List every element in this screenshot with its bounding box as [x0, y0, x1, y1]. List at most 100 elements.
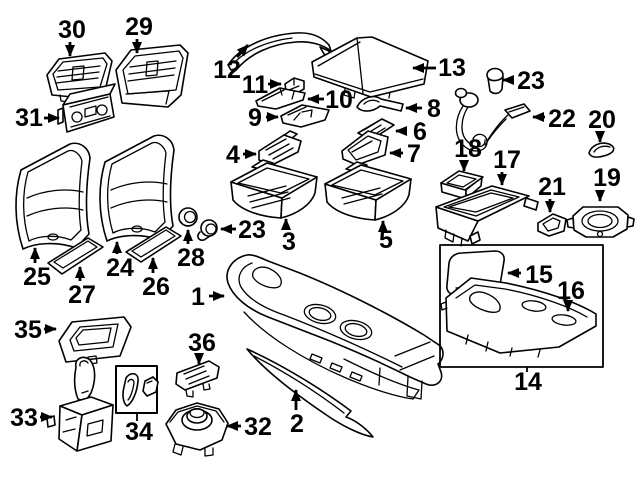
callout-25: 25 [23, 247, 51, 291]
callout-9: 9 [248, 104, 279, 132]
callout-32: 32 [226, 413, 272, 441]
part-5-storage-bin [324, 161, 412, 221]
part-13-armrest-lid [311, 36, 429, 99]
callout-1: 1 [191, 283, 225, 311]
callout-22-number: 22 [548, 105, 576, 133]
callout-5-number: 5 [379, 226, 393, 254]
callout-36-number: 36 [188, 329, 216, 357]
callout-24-number: 24 [106, 254, 134, 282]
callout-9-number: 9 [248, 104, 262, 132]
callout-19-number: 19 [593, 164, 621, 192]
callout-25-number: 25 [23, 263, 51, 291]
callout-22: 22 [532, 105, 576, 133]
callout-29-number: 29 [125, 13, 153, 41]
callout-35-number: 35 [14, 316, 42, 344]
part-35-shifter-surround [58, 316, 132, 365]
callout-18-number: 18 [454, 135, 482, 163]
part-33-gear-shifter [46, 356, 114, 452]
callout-33-number: 33 [10, 404, 38, 432]
part-14-group-box [439, 244, 604, 368]
callout-20-number: 20 [588, 106, 616, 134]
callout-16: 16 [557, 277, 585, 312]
part-23-lighter-socket [197, 219, 218, 241]
callout-12-arrow [235, 44, 250, 58]
callout-32-number: 32 [244, 413, 272, 441]
part-24-rear-trim-panel [99, 134, 175, 242]
callout-26: 26 [142, 257, 170, 301]
callout-29: 29 [125, 13, 153, 54]
part-17-display-bezel [435, 185, 539, 247]
callout-23-socket-number: 23 [238, 216, 266, 244]
callout-36: 36 [188, 329, 216, 365]
part-32-idrive-controller [165, 402, 229, 457]
callout-15: 15 [507, 261, 553, 289]
callout-8-number: 8 [427, 95, 441, 123]
callout-30: 30 [58, 16, 86, 57]
callout-3: 3 [281, 218, 296, 256]
callout-31: 31 [15, 104, 60, 132]
callout-24: 24 [106, 241, 134, 282]
part-4-rubber-mat [258, 130, 302, 166]
callout-34: 34 [125, 413, 153, 446]
part-1-console-body [226, 254, 444, 400]
part-9-bracket [280, 104, 330, 128]
callout-15-number: 15 [525, 261, 553, 289]
part-19-cupholder [566, 206, 635, 238]
callout-10-number: 10 [325, 86, 353, 114]
part-3-storage-bin [230, 159, 318, 219]
part-22-wiring-harness [454, 87, 531, 152]
callout-7: 7 [389, 140, 421, 168]
callout-26-number: 26 [142, 273, 170, 301]
callout-3-number: 3 [282, 228, 296, 256]
callout-17: 17 [493, 146, 521, 186]
callout-20: 20 [588, 106, 616, 143]
part-7-tray-insert [341, 130, 389, 166]
part-20-clip [588, 142, 615, 158]
part-34-boxed-shift-covers [115, 365, 159, 414]
callout-35: 35 [14, 316, 57, 344]
callout-2: 2 [290, 389, 304, 438]
callout-17-number: 17 [493, 146, 521, 174]
callout-33: 33 [10, 404, 53, 432]
part-29-air-vent [115, 44, 189, 108]
callout-30-number: 30 [58, 16, 86, 44]
callout-28-number: 28 [177, 244, 205, 272]
callout-27: 27 [68, 266, 96, 309]
callout-23-cap-number: 23 [517, 67, 545, 95]
callout-23-socket: 23 [220, 216, 266, 244]
callout-7-number: 7 [407, 140, 421, 168]
callout-18: 18 [454, 135, 482, 172]
callout-23-cap: 23 [502, 67, 545, 95]
callout-28: 28 [177, 229, 205, 272]
callout-13: 13 [412, 54, 466, 82]
callout-2-number: 2 [290, 410, 304, 438]
callout-21-number: 21 [538, 173, 566, 201]
callout-8: 8 [405, 95, 441, 123]
part-26-mat [125, 226, 182, 263]
part-36-switch-panel [175, 360, 220, 398]
callout-1-number: 1 [191, 283, 205, 311]
callout-27-number: 27 [68, 281, 96, 309]
callout-12: 12 [213, 44, 250, 84]
callout-34-number: 34 [125, 418, 153, 446]
callout-10: 10 [307, 86, 353, 114]
callout-21: 21 [538, 173, 566, 213]
callout-11-number: 11 [242, 71, 269, 99]
callout-14: 14 [514, 367, 542, 396]
callout-19: 19 [593, 164, 621, 202]
callout-4-number: 4 [226, 141, 240, 169]
part-23-cap [486, 67, 504, 95]
callout-11: 11 [242, 71, 282, 99]
callout-6-number: 6 [413, 118, 427, 146]
callout-5: 5 [378, 220, 393, 254]
part-25-rear-trim-panel [15, 142, 91, 250]
callout-14-number: 14 [514, 368, 542, 396]
part-28-lighter-knob [178, 207, 198, 227]
part-8-bracket [356, 95, 404, 112]
part-27-mat [47, 237, 104, 275]
callout-6: 6 [395, 118, 427, 146]
callout-16-number: 16 [557, 277, 585, 305]
callout-31-number: 31 [15, 104, 43, 132]
callout-4: 4 [226, 141, 257, 169]
